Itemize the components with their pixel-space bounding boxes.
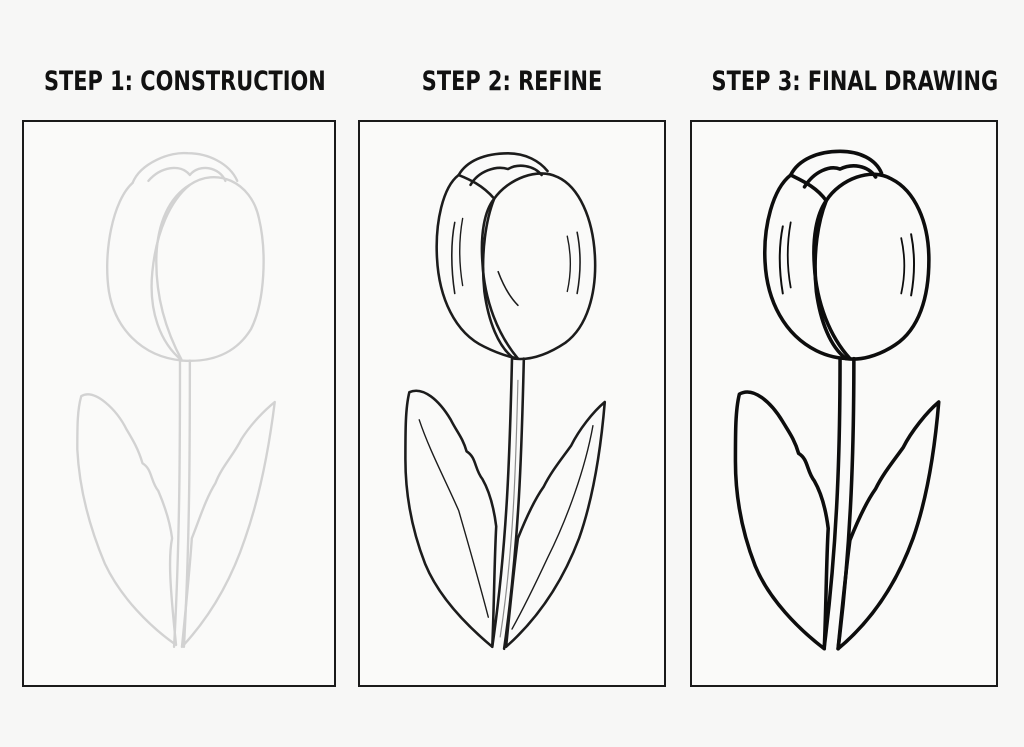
tulip-back-petal <box>457 152 549 177</box>
tulip-left-leaf <box>404 389 498 649</box>
tulip-stem <box>822 356 842 649</box>
refine-panel <box>358 120 666 687</box>
final-panel <box>690 120 998 687</box>
tulip-back-petal <box>788 149 884 177</box>
tulip-right-leaf <box>180 400 276 649</box>
construction-panel <box>22 120 336 687</box>
tulip-left-leaf <box>76 393 178 647</box>
tulip-right-petal <box>481 172 597 361</box>
tulip-right-petal <box>150 175 265 363</box>
step-title-3: STEP 3: FINAL DRAWING <box>711 66 999 97</box>
tulip-stem <box>490 357 514 649</box>
tulip-refined-illustration <box>404 152 607 651</box>
tulip-construction-illustration <box>76 151 276 649</box>
tulip-inner-petal-line <box>802 164 878 189</box>
tulip-left-petal <box>435 173 520 360</box>
tulip-back-petal <box>131 151 239 185</box>
step-title-2: STEP 2: REFINE <box>421 66 603 97</box>
tulip-right-leaf <box>836 400 941 651</box>
tulip-left-petal <box>763 173 852 361</box>
tulip-right-petal <box>813 172 931 361</box>
tulip-final-illustration <box>733 149 941 651</box>
step-title-1: STEP 1: CONSTRUCTION <box>43 66 326 97</box>
tulip-inner-petal-line <box>147 166 227 183</box>
tulip-left-leaf <box>733 390 830 651</box>
tulip-right-leaf <box>504 400 607 649</box>
tulip-inner-petal-line <box>469 164 543 187</box>
tulip-stem <box>172 359 182 649</box>
tulip-left-petal <box>106 181 192 362</box>
